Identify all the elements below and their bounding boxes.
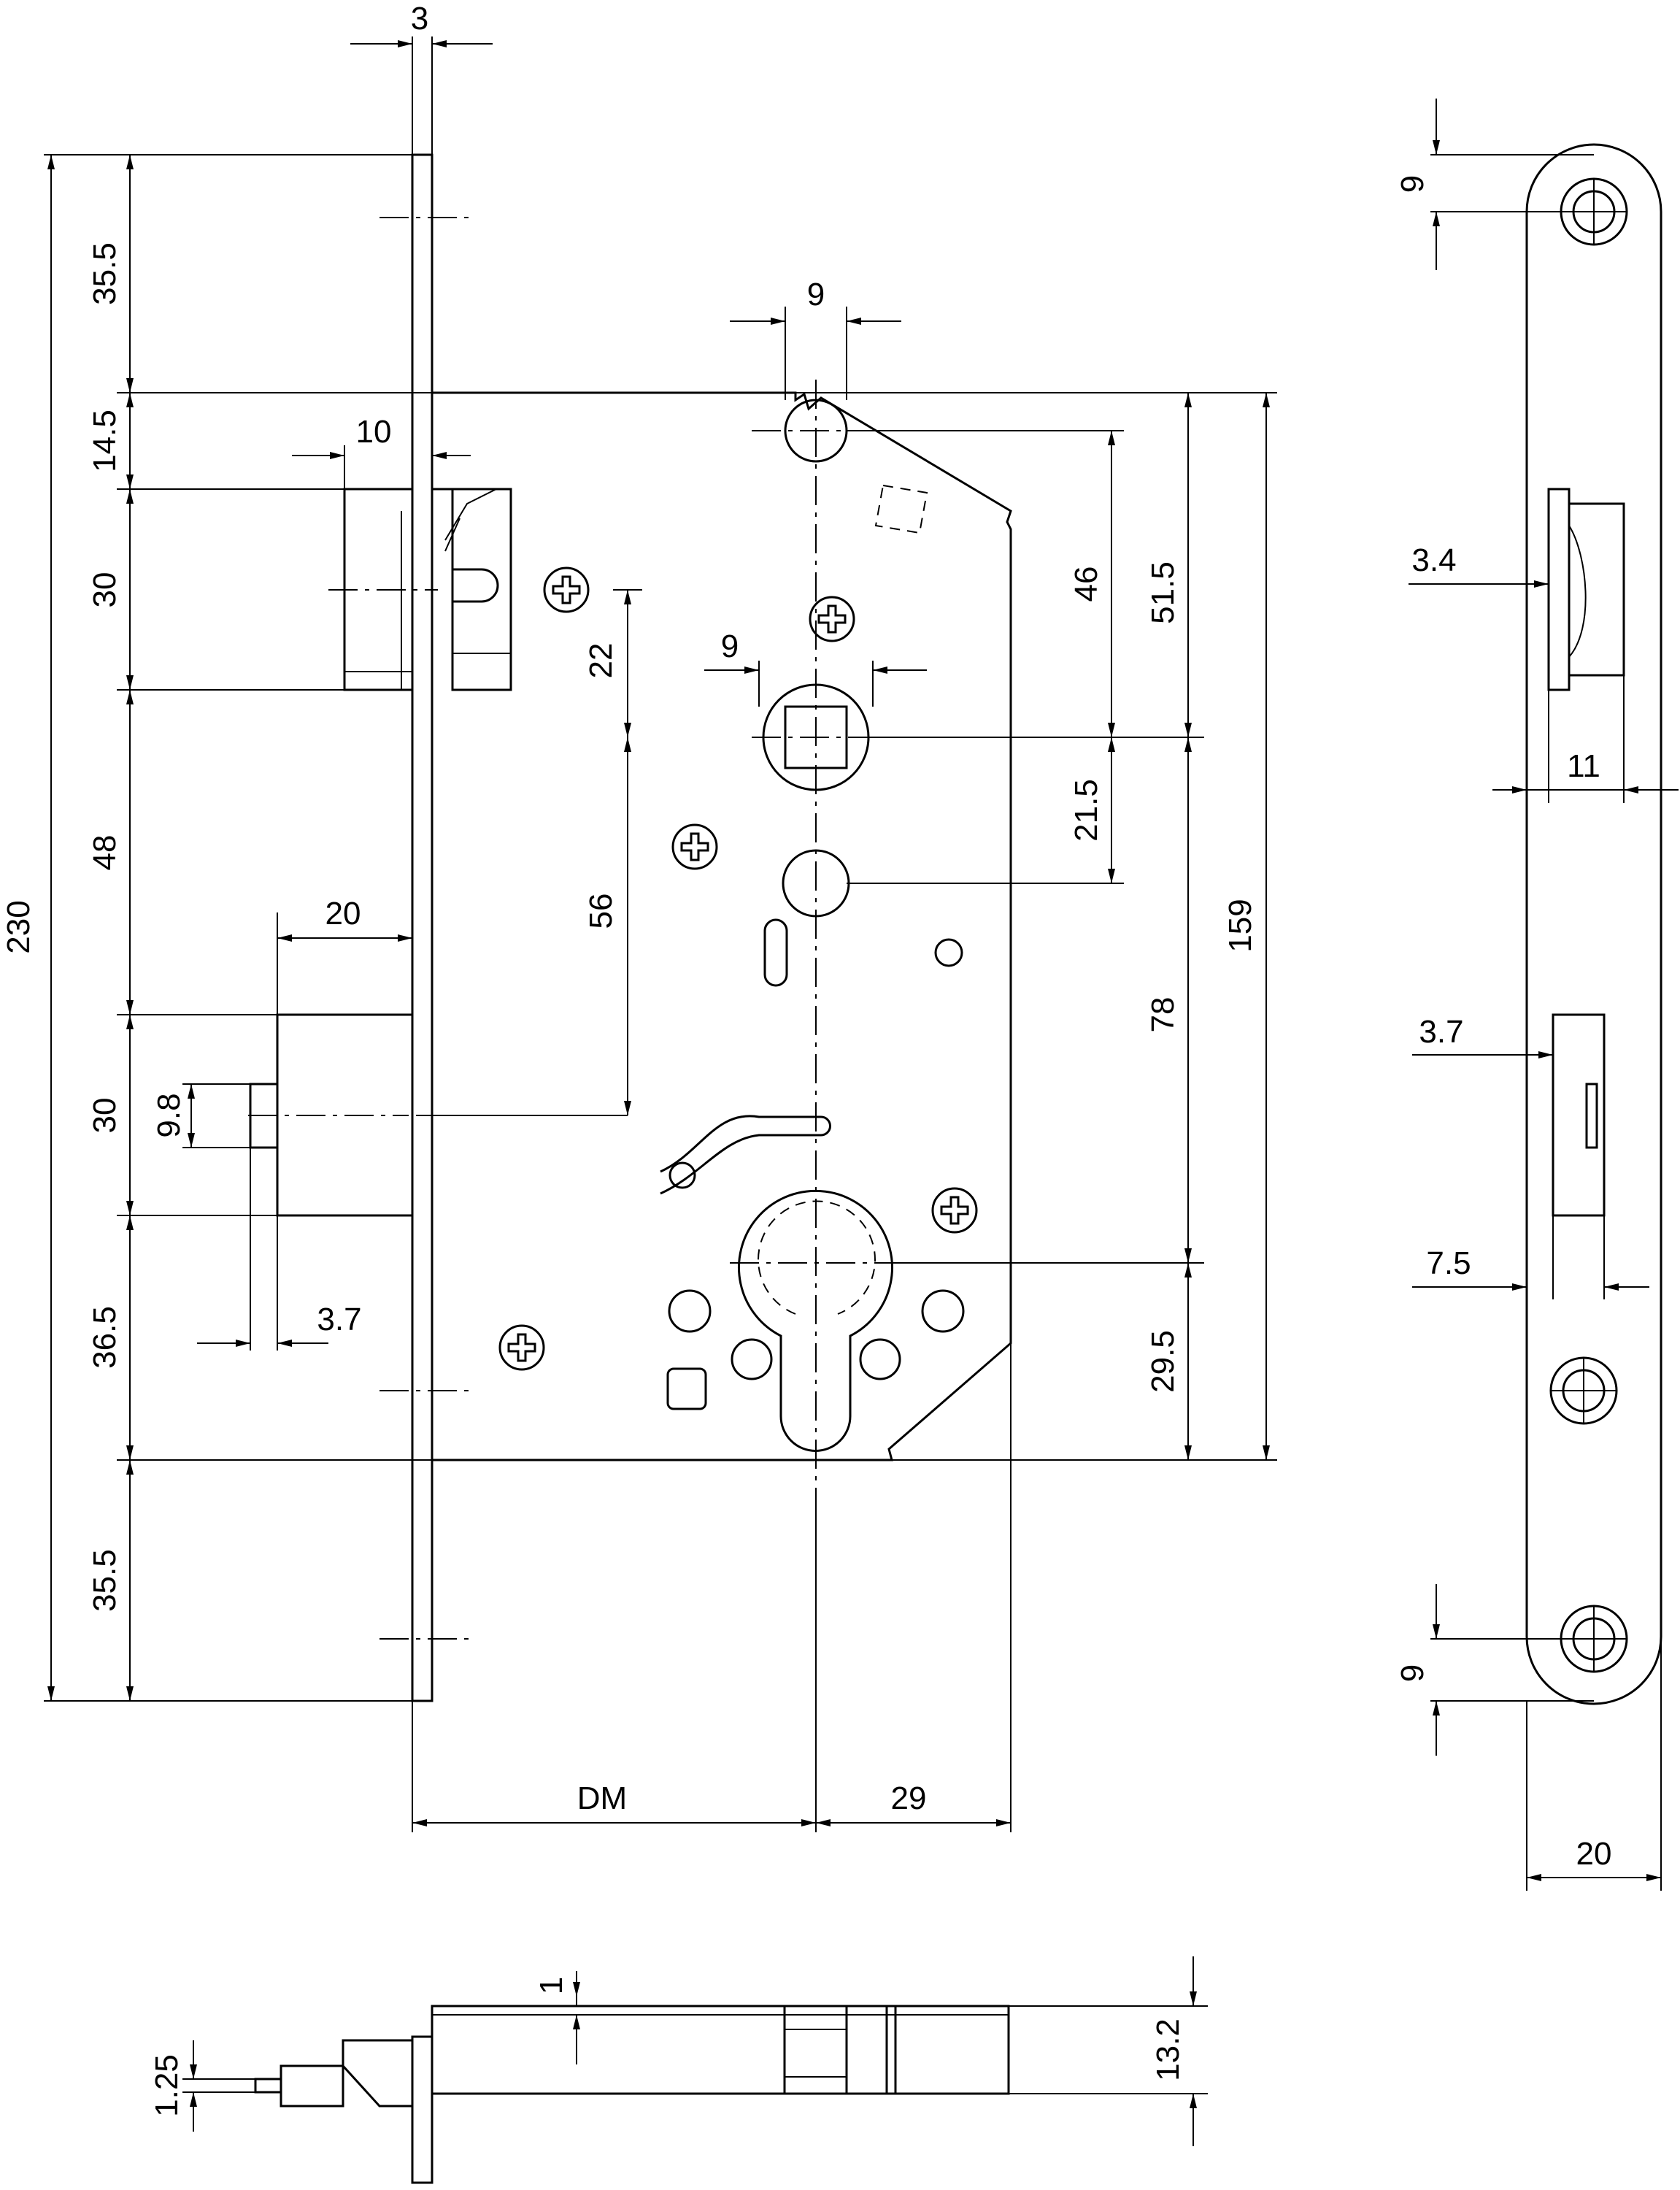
dim-overall-height: 230	[1, 900, 36, 953]
lock-case	[432, 391, 1012, 1461]
dim-top-to-case: 35.5	[87, 242, 123, 305]
dim-bottom-offset: 1	[533, 1977, 569, 1994]
dim-bolt-projection: 20	[325, 896, 361, 931]
center-lines	[248, 217, 901, 1640]
dim-side-faceplate-width: 20	[1576, 1836, 1612, 1872]
dim-spindle-to-cylinder: 56	[583, 894, 619, 929]
dim-bolt-height: 30	[87, 1098, 123, 1134]
dim-case-height: 159	[1222, 899, 1258, 952]
dim-side-latch-width: 11	[1567, 748, 1600, 784]
side-middle-screw-hole	[1549, 1356, 1618, 1425]
faceplate-side-view: 9 3.4 11 3.7 7.5 9 20	[1395, 99, 1679, 1891]
dim-cylinder-to-case-back: 29	[891, 1780, 927, 1816]
dim-bottom-to-case: 35.5	[87, 1549, 123, 1612]
extension-lines	[44, 36, 1277, 1832]
dim-case-top-to-spindle: 51.5	[1145, 561, 1181, 624]
bottom-faceplate	[411, 2035, 434, 2184]
dim-side-latch-projection: 3.4	[1411, 542, 1456, 578]
front-view-labels: 3 230 35.5 14.5 30 48 30 36.5 35.5 10 9 …	[1, 1, 1258, 1816]
dim-spindle-slot-width: 9	[807, 277, 825, 312]
latch-bolt	[343, 488, 512, 691]
dim-backset: DM	[577, 1780, 627, 1816]
side-bottom-screw-hole	[1560, 1605, 1628, 1673]
case-holes	[660, 399, 965, 1452]
dim-spindle-square: 9	[721, 629, 739, 664]
dim-bottom-pin: 1.25	[149, 2054, 185, 2117]
dim-latch-projection: 10	[356, 414, 392, 450]
dim-faceplate-thickness: 3	[411, 1, 428, 36]
dim-spindle-to-cylinder-right: 78	[1145, 997, 1181, 1033]
dim-top-hole-to-spindle: 46	[1068, 566, 1104, 602]
dim-side-bolt-projection: 3.7	[1419, 1014, 1463, 1050]
bottom-case	[431, 2005, 1010, 2095]
dimension-lines	[47, 40, 1270, 1826]
front-view: 3 230 35.5 14.5 30 48 30 36.5 35.5 10 9 …	[1, 1, 1277, 1832]
dim-side-bolt-offset: 7.5	[1426, 1245, 1471, 1281]
dim-bolt-pin-height: 9.8	[151, 1093, 187, 1137]
dim-bolt-to-case-bottom: 36.5	[87, 1306, 123, 1369]
dim-latch-to-bolt: 48	[87, 835, 123, 871]
dim-latch-to-spindle: 22	[583, 643, 619, 679]
dim-side-top-hole: 9	[1395, 175, 1430, 193]
dim-bottom-case-thickness: 13.2	[1150, 2018, 1186, 2081]
bottom-view: 1 1.25 13.2	[149, 1956, 1208, 2184]
phillips-screws	[498, 566, 978, 1371]
faceplate-outline	[1525, 143, 1662, 1705]
dim-latch-offset: 14.5	[87, 410, 123, 472]
dim-bolt-pin-width: 3.7	[317, 1302, 361, 1337]
side-top-screw-hole	[1560, 177, 1628, 246]
dim-latch-height: 30	[87, 572, 123, 608]
dim-spindle-to-hole: 21.5	[1068, 779, 1104, 842]
dim-cylinder-to-case-bottom: 29.5	[1145, 1330, 1181, 1393]
dim-side-bottom-hole: 9	[1395, 1664, 1430, 1682]
faceplate	[411, 153, 434, 1702]
